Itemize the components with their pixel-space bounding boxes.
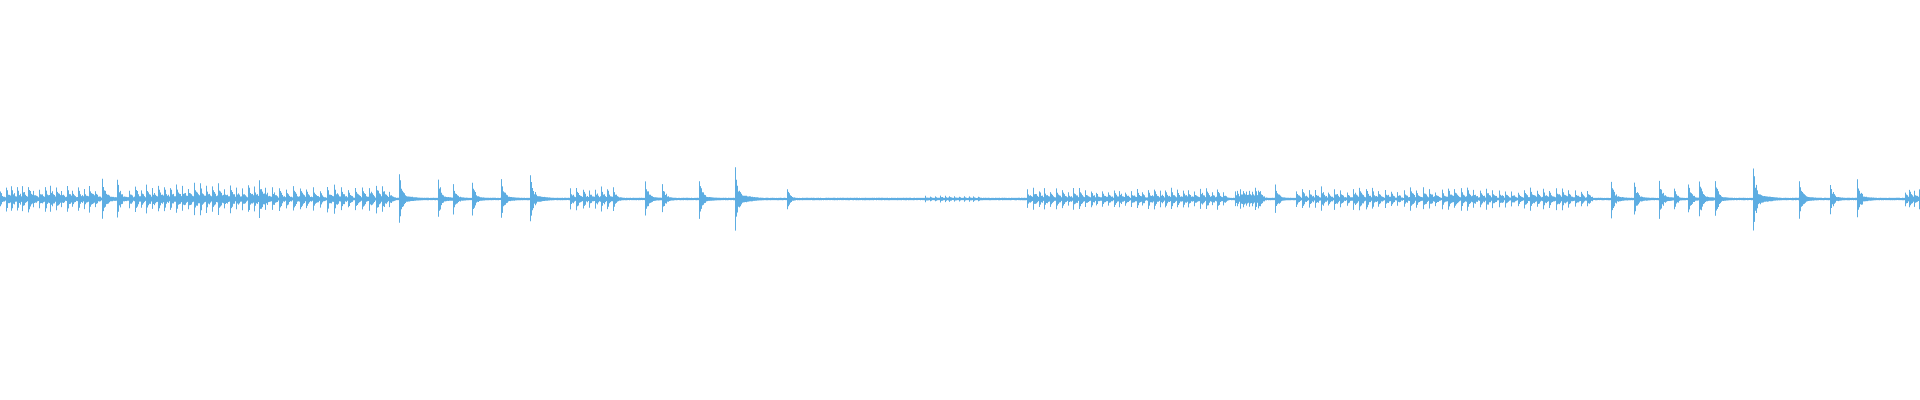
waveform-samples (0, 167, 1920, 231)
